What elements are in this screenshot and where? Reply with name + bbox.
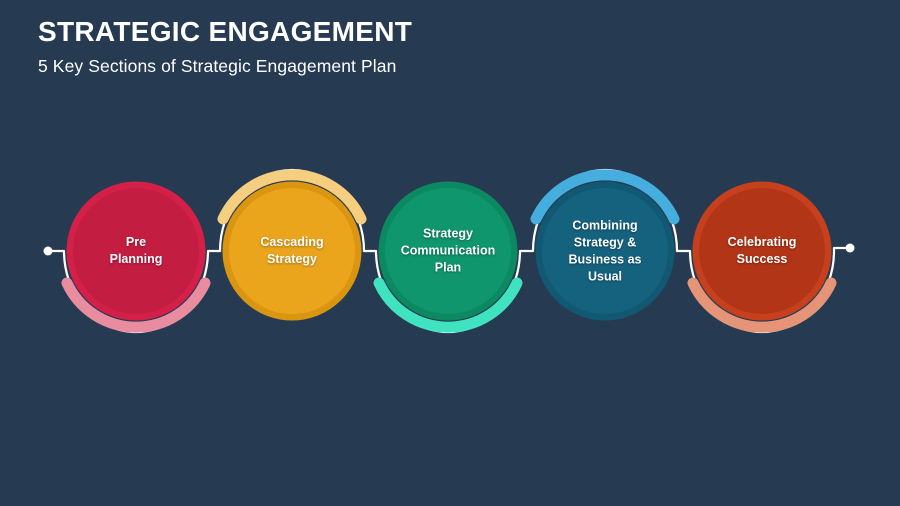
connector-start-dot	[43, 246, 53, 256]
accent-arc	[530, 169, 680, 225]
step-1-pre-planning	[61, 181, 211, 333]
step-4-combining-strategy-business-as-usual	[530, 169, 680, 321]
circle-disk	[542, 188, 668, 314]
accent-arc	[217, 169, 367, 225]
circle-ring	[378, 181, 518, 321]
circle-disk	[229, 188, 355, 314]
circle-ring	[535, 181, 675, 321]
circle-ring	[692, 181, 832, 321]
slide-subtitle: 5 Key Sections of Strategic Engagement P…	[38, 56, 397, 76]
accent-arc	[373, 277, 523, 333]
step-2-cascading-strategy	[217, 169, 367, 321]
connector-end-dot	[845, 243, 855, 253]
accent-arc	[61, 277, 211, 333]
circle-ring	[222, 181, 362, 321]
circle-ring	[66, 181, 206, 321]
circle-disk	[73, 188, 199, 314]
circle-disk	[385, 188, 511, 314]
step-5-celebrating-success	[687, 181, 837, 333]
circle-disk	[699, 188, 825, 314]
slide-title: STRATEGIC ENGAGEMENT	[38, 16, 413, 47]
accent-arc	[687, 277, 837, 333]
step-3-strategy-communication-plan	[373, 181, 523, 333]
